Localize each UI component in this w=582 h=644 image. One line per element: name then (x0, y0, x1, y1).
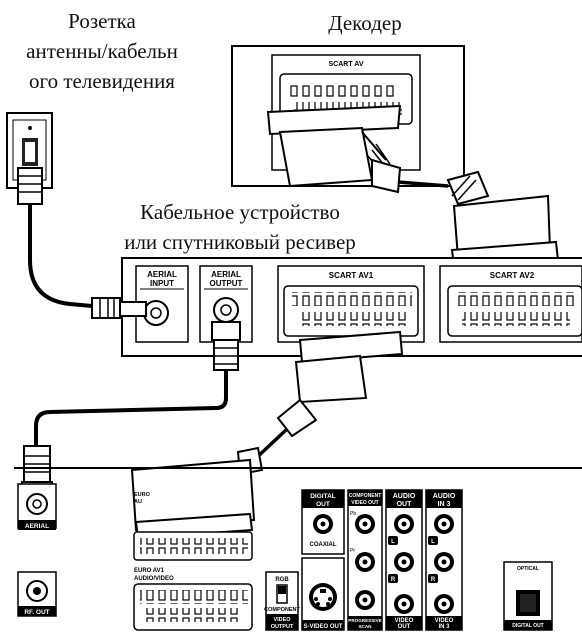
s-video-out-label: S-VIDEO OUT (303, 624, 342, 630)
audio-in3-l-label: L (431, 539, 435, 545)
audio-in3-label-2: IN 3 (438, 501, 451, 508)
decoder-cable (397, 180, 449, 188)
receiver-caption-line1: Кабельное устройство (140, 200, 340, 224)
euro-top-label-2: AU (134, 499, 142, 505)
video-in3-label-1: VIDEO (435, 618, 454, 624)
receiver-caption-line2: или спутниковый ресивер (124, 230, 356, 254)
optical-label: OPTICAL (517, 566, 539, 572)
pr-label: Pr (350, 548, 355, 554)
audio-in3-r-label: R (431, 577, 436, 583)
video-in3-label-2: IN 3 (438, 624, 450, 630)
device-panel: AERIAL RF. OUT EURO AU EURO AV1 AUDIO/VI… (17, 483, 553, 631)
video-output-label-2: OUTPUT (271, 624, 294, 630)
aerial-output-label-2: OUTPUT (210, 279, 243, 288)
component-video-out-label-1: COMPONENT (349, 493, 382, 499)
wall-antenna-socket (6, 112, 53, 205)
digital-out-small-label: DIGITAL OUT (512, 623, 543, 629)
antenna-cable (28, 204, 93, 308)
receiver-caption: Кабельное устройство или спутниковый рес… (75, 197, 405, 257)
audio-out-r-label: R (391, 577, 396, 583)
scart-av1-label: SCART AV1 (329, 271, 374, 280)
video-out-label-2: OUT (398, 624, 411, 630)
audio-in3-label-1: AUDIO (433, 493, 456, 500)
digital-out-label-1: DIGITAL (310, 493, 336, 500)
aerial-output-label-1: AERIAL (211, 270, 241, 279)
aerial-input-label-1: AERIAL (147, 270, 177, 279)
pb-label: Pb (350, 511, 356, 517)
decoder-caption: Декодер (328, 11, 402, 35)
antenna-caption-line2: антенны/кабельн (26, 39, 178, 63)
digital-out-label-2: OUT (316, 501, 330, 508)
progressive-scan-label-2: SCAN (358, 624, 372, 629)
aerial-cable (34, 370, 228, 446)
component-switch-label: COMPONENT (264, 607, 300, 613)
video-out-label-1: VIDEO (395, 618, 414, 624)
decoder-scart-label: SCART AV (329, 61, 364, 68)
progressive-scan-label-1: PROGRESSIVE (348, 618, 381, 623)
audio-out-label-1: AUDIO (393, 493, 416, 500)
aerial-label: AERIAL (25, 523, 49, 530)
audio-out-label-2: OUT (397, 501, 413, 508)
euro-top-label-1: EURO (134, 492, 151, 498)
rf-out-label: RF. OUT (24, 609, 49, 616)
component-video-out-label-2: VIDEO OUT (351, 500, 379, 506)
device-scart-plug (130, 446, 264, 540)
audio-out-l-label: L (391, 539, 395, 545)
scart-av2-label: SCART AV2 (490, 271, 535, 280)
decoder-scart-plug (266, 104, 402, 194)
antenna-caption: Розетка антенны/кабельн ого телевидения (2, 6, 202, 96)
euro-av1-label-2: AUDIO/VIDEO (134, 576, 174, 582)
video-output-label-1: VIDEO (273, 617, 291, 623)
aerial-input-label-2: INPUT (150, 279, 174, 288)
euro-av1-label-1: EURO AV1 (134, 568, 165, 574)
receiver-top-scart-plug (446, 170, 560, 268)
receiver-av1-scart-plug (276, 330, 404, 438)
coaxial-label: COAXIAL (310, 542, 337, 548)
antenna-caption-line3: ого телевидения (29, 69, 175, 93)
aerial-input-plug (91, 297, 147, 319)
aerial-output-plug (211, 321, 241, 371)
antenna-caption-line1: Розетка (68, 9, 136, 33)
rgb-label: RGB (275, 577, 289, 583)
